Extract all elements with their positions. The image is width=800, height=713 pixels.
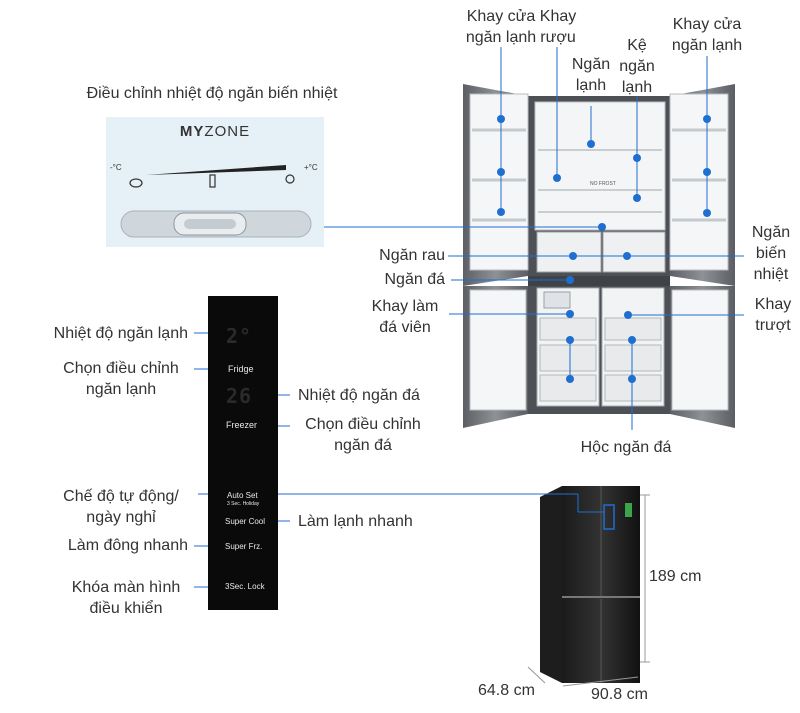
super-frz-button[interactable]: Super Frz.: [225, 542, 263, 551]
label-nhiet-do-ngan-da: Nhiệt độ ngăn đá: [298, 387, 420, 404]
dimension-depth: 64.8 cm: [478, 682, 535, 699]
label-khay-truot: Khay trượt: [754, 296, 792, 334]
super-cool-button[interactable]: Super Cool: [225, 517, 266, 526]
label-khay-lam-da: Khay làm đá viên: [371, 298, 439, 336]
dimension-height: 189 cm: [649, 568, 702, 585]
fridge-markers: [497, 115, 711, 383]
auto-set-sub: 3 Sec. Holiday: [227, 501, 260, 507]
control-panel: 2° Fridge 26 Freezer Auto Set 3 Sec. Hol…: [208, 296, 278, 610]
label-ngan-bien-nhiet: Ngăn biến nhiệt: [751, 224, 791, 283]
label-chon-ngan-lanh: Chọn điều chỉnh ngăn lạnh: [63, 360, 179, 398]
label-ke-ngan-lanh: Kệ ngăn lạnh: [619, 37, 655, 96]
fridge-button[interactable]: Fridge: [228, 364, 254, 374]
label-ngan-rau: Ngăn rau: [379, 247, 445, 264]
label-che-do: Chế độ tự động/ ngày nghỉ: [63, 488, 179, 526]
myzone-caption: Điều chỉnh nhiệt độ ngăn biến nhiệt: [86, 85, 338, 102]
label-lam-lanh-nhanh: Làm lạnh nhanh: [298, 513, 413, 530]
label-khay-cua-right: Khay cửa ngăn lạnh: [671, 16, 743, 54]
dimension-lines: [527, 494, 650, 687]
inner-text: NO FROST: [590, 181, 616, 187]
freezer-button[interactable]: Freezer: [226, 420, 258, 430]
label-chon-ngan-da: Chọn điều chỉnh ngăn đá: [305, 416, 421, 454]
label-ngan-da: Ngăn đá: [384, 271, 446, 288]
myzone-slider-graphic: [120, 165, 312, 238]
lock-button[interactable]: 3Sec. Lock: [225, 582, 265, 591]
closed-fridge: [540, 486, 640, 683]
label-hoc-ngan-da: Hộc ngăn đá: [580, 439, 672, 456]
fridge-pointer-lines: [448, 47, 744, 430]
fridge-temp-display: 2°: [226, 324, 253, 348]
label-lam-dong-nhanh: Làm đông nhanh: [67, 537, 188, 554]
auto-set-button[interactable]: Auto Set: [227, 491, 258, 500]
dimension-width: 90.8 cm: [591, 686, 648, 703]
label-khoa-man-hinh: Khóa màn hình điều khiển: [71, 579, 181, 617]
label-khay-ruou: Khay rượu: [539, 8, 577, 46]
myzone-brand: MYZONE: [179, 123, 251, 140]
freezer-temp-display: 26: [226, 384, 253, 408]
label-nhiet-do-ngan-lanh: Nhiệt độ ngăn lạnh: [53, 325, 188, 342]
open-fridge: [463, 84, 735, 428]
myzone-plus-label: +°C: [304, 163, 318, 172]
label-khay-cua-left: Khay cửa ngăn lạnh: [465, 8, 537, 46]
myzone-control: MYZONE -°C +°C: [106, 117, 324, 247]
label-ngan-lanh: Ngăn lạnh: [571, 56, 611, 94]
myzone-minus-label: -°C: [110, 163, 122, 172]
